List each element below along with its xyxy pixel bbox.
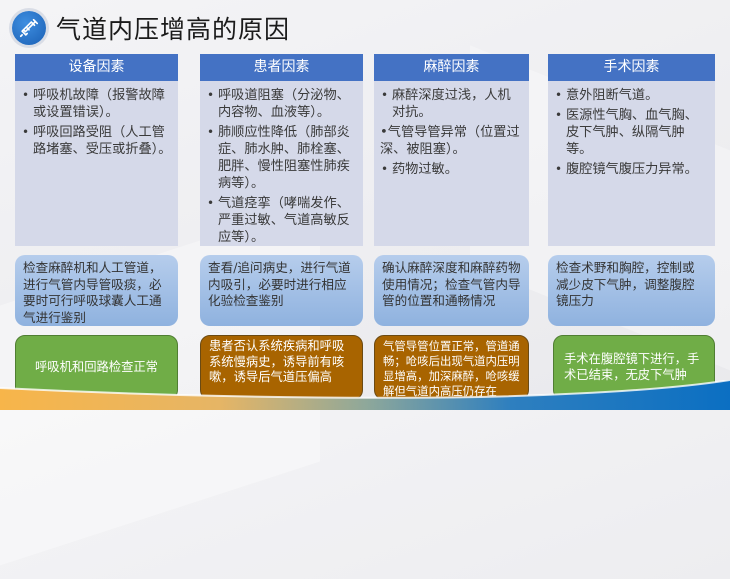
factor-item: 医源性气胸、血气胸、皮下气肿、纵隔气肿等。	[554, 107, 709, 158]
column-header: 患者因素	[200, 54, 363, 81]
factor-list-panel: 呼吸机故障（报警故障或设置错误）。 呼吸回路受阻（人工管路堵塞、受压或折叠）。	[15, 81, 178, 246]
factor-list-panel: 意外阻断气道。 医源性气胸、血气胸、皮下气肿、纵隔气肿等。 腹腔镜气腹压力异常。	[548, 81, 715, 246]
result-text: 患者否认系统疾病和呼吸系统慢病史，诱导前有咳嗽，诱导后气道压偏高	[209, 339, 345, 384]
result-box-finding: 患者否认系统疾病和呼吸系统慢病史，诱导前有咳嗽，诱导后气道压偏高	[200, 335, 363, 400]
result-box-finding: 气管导管位置正常，管道通畅；呛咳后出现气道内压明显增高，加深麻醉，呛咳缓解但气道…	[374, 335, 529, 400]
factor-item: 肺顺应性降低（肺部炎症、肺水肿、肺栓塞、肥胖、慢性阻塞性肺疾病等）。	[206, 124, 357, 192]
result-text: 手术在腹腔镜下进行，手术已结束，无皮下气肿	[564, 352, 700, 382]
factor-item: 腹腔镜气腹压力异常。	[554, 161, 709, 178]
factor-item: 麻醉深度过浅，人机对抗。	[380, 87, 523, 121]
check-action-box: 查看/追问病史，进行气道内吸引，必要时进行相应化验检查鉴别	[200, 255, 363, 326]
syringe-icon	[12, 11, 46, 45]
factor-list-panel: 呼吸道阻塞（分泌物、内容物、血液等）。 肺顺应性降低（肺部炎症、肺水肿、肺栓塞、…	[200, 81, 363, 246]
factor-item: 药物过敏。	[380, 161, 523, 178]
factor-item: 呼吸机故障（报警故障或设置错误）。	[21, 87, 172, 121]
result-text: 呼吸机和回路检查正常	[35, 359, 158, 374]
factor-column-surgery: 手术因素 意外阻断气道。 医源性气胸、血气胸、皮下气肿、纵隔气肿等。 腹腔镜气腹…	[548, 54, 715, 246]
factor-column-equipment: 设备因素 呼吸机故障（报警故障或设置错误）。 呼吸回路受阻（人工管路堵塞、受压或…	[15, 54, 178, 246]
check-action-box: 检查麻醉机和人工管道，进行气管内导管吸痰，必要时可行呼吸球囊人工通气进行鉴别	[15, 255, 178, 326]
column-header: 设备因素	[15, 54, 178, 81]
check-action-box: 确认麻醉深度和麻醉药物使用情况；检查气管内导管的位置和通畅情况	[374, 255, 529, 326]
result-text: 气管导管位置正常，管道通畅；呛咳后出现气道内压明显增高，加深麻醉，呛咳缓解但气道…	[383, 339, 520, 398]
check-action-box: 检查术野和胸腔，控制或减少皮下气肿，调整腹腔镜压力	[548, 255, 715, 326]
factor-item: •气管导管异常（位置过深、被阻塞）。	[380, 125, 520, 157]
page-title: 气道内压增高的原因	[56, 15, 291, 44]
column-header: 麻醉因素	[374, 54, 529, 81]
factor-column-anesthesia: 麻醉因素 麻醉深度过浅，人机对抗。 •气管导管异常（位置过深、被阻塞）。 药物过…	[374, 54, 529, 246]
bottom-decorative-band	[0, 380, 730, 410]
factor-item: 意外阻断气道。	[554, 87, 709, 104]
factor-item: 呼吸回路受阻（人工管路堵塞、受压或折叠）。	[21, 124, 172, 158]
column-header: 手术因素	[548, 54, 715, 81]
factor-item: 气道痉挛（哮喘发作、严重过敏、气道高敏反应等）。	[206, 195, 357, 246]
slide-header: 气道内压增高的原因	[12, 10, 290, 46]
factor-item: 呼吸道阻塞（分泌物、内容物、血液等）。	[206, 87, 357, 121]
factor-list-panel: 麻醉深度过浅，人机对抗。 •气管导管异常（位置过深、被阻塞）。 药物过敏。	[374, 81, 529, 246]
factor-column-patient: 患者因素 呼吸道阻塞（分泌物、内容物、血液等）。 肺顺应性降低（肺部炎症、肺水肿…	[200, 54, 363, 246]
